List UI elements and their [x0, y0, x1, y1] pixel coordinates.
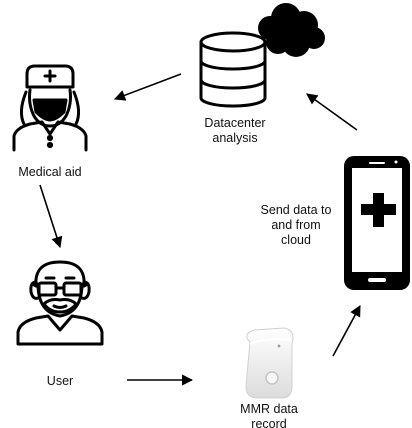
send-data-label: Send data to and from cloud: [244, 203, 348, 248]
wearable-sensor-icon: [245, 327, 294, 399]
database-icon: [199, 31, 267, 108]
arrow-phone-to-datacenter: [306, 93, 358, 131]
database-cloud-icon: [199, 3, 325, 108]
user-label: User: [46, 374, 74, 388]
cloud-icon: [258, 3, 325, 57]
send-label-line1: Send data to: [260, 203, 332, 217]
datacenter-label-line1: Datacenter: [204, 116, 266, 130]
elderly-man-icon: [16, 260, 104, 346]
nurse-icon: [12, 64, 88, 152]
send-label-line3: cloud: [281, 233, 311, 247]
mmr-label-line1: MMR data: [240, 402, 298, 416]
mmr-label-line2: record: [251, 417, 287, 428]
datacenter-label: Datacenter analysis: [180, 116, 290, 146]
arrow-medical-to-user: [39, 184, 63, 249]
arrow-datacenter-to-medical: [113, 73, 182, 101]
medical-aid-label: Medical aid: [18, 165, 82, 179]
mmr-data-record-label: MMR data record: [214, 402, 324, 428]
arrow-device-to-phone: [332, 305, 361, 357]
smartphone-medical-icon: [344, 156, 410, 290]
connector-arrows: [39, 73, 361, 386]
datacenter-label-line2: analysis: [212, 131, 258, 145]
send-label-line2: and from: [271, 218, 321, 232]
